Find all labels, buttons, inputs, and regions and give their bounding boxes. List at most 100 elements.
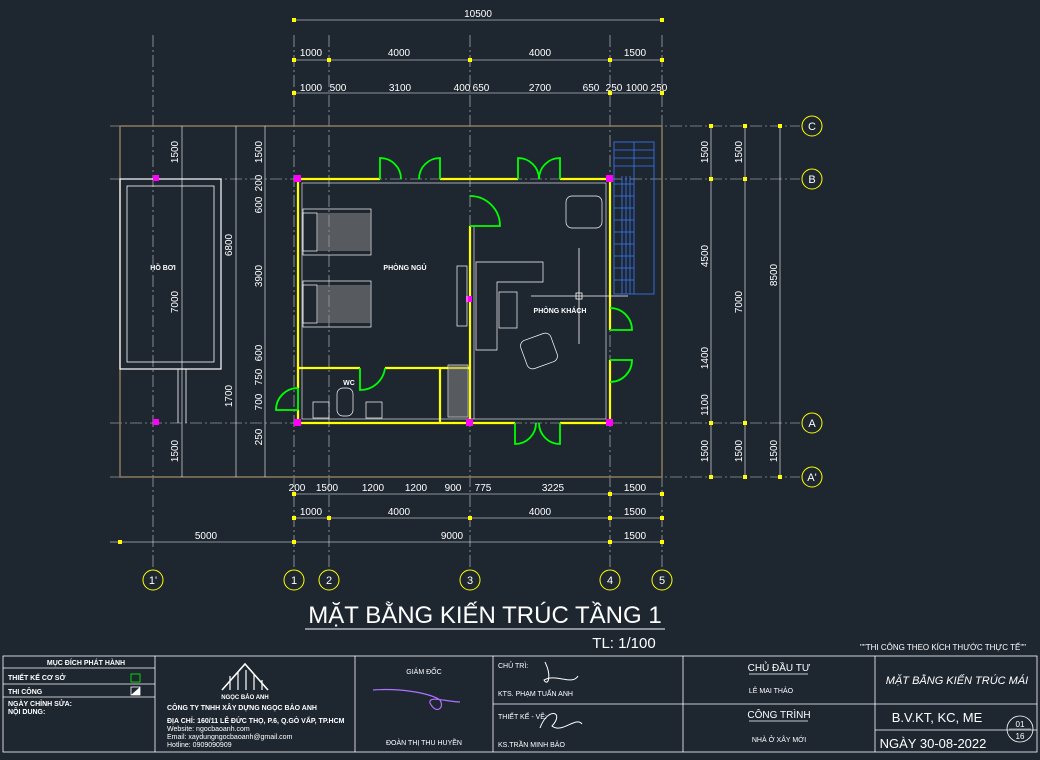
dim-left-in-8: 1700 <box>224 384 235 407</box>
legend-checkbox-basic[interactable] <box>130 673 141 683</box>
dim-top-r2-2: 3100 <box>389 83 412 94</box>
dim-top-total: 10500 <box>464 9 492 20</box>
dim-right-r2-2b: 1500 <box>769 439 780 462</box>
director-signature <box>372 688 461 711</box>
dim-right-r2-2: 1500 <box>734 439 745 462</box>
dim-top-r2-5: 2700 <box>529 83 552 94</box>
dim-right-r2-1: 7000 <box>734 290 745 313</box>
axis-label-2: 2 <box>326 575 332 587</box>
dim-left-in-0: 1500 <box>254 140 265 163</box>
axis-label-5: 5 <box>659 575 665 587</box>
axis-label-4: 4 <box>607 575 613 587</box>
dim-top-r1-3: 1500 <box>624 48 647 59</box>
dim-bot-r1-6: 3225 <box>542 483 565 494</box>
dim-right-r1-4: 1500 <box>700 439 711 462</box>
sheet-total: 16 <box>1016 732 1025 741</box>
dim-top-r1-0: 1000 <box>300 48 323 59</box>
design-name: KS.TRẦN MINH BẢO <box>498 739 565 749</box>
chief-name: KTS. PHẠM TUẤN ANH <box>498 688 573 698</box>
director-label: GIÁM ĐỐC <box>406 666 441 676</box>
company-logo: NGỌC BẢO ANH <box>221 662 269 701</box>
drawing-title: MẶT BẰNG KIẾN TRÚC TẦNG 1 <box>308 601 661 629</box>
dim-left-in-6: 700 <box>254 393 265 410</box>
company-address: ĐỊA CHỈ: 160/11 LÊ ĐỨC THỌ, P.6, Q.GÒ VẤ… <box>167 715 345 725</box>
dim-bot-r1-7: 1500 <box>624 483 647 494</box>
dim-bot-r1-4: 900 <box>445 483 462 494</box>
company-hotline: Hotline: 0909090909 <box>167 742 232 749</box>
dim-bot-r2-2: 4000 <box>529 507 552 518</box>
company-name: CÔNG TY TNHH XÂY DỰNG NGỌC BẢO ANH <box>167 703 317 712</box>
dim-bot-r3-1: 9000 <box>441 531 464 542</box>
room-label-living: PHÒNG KHÁCH <box>534 306 587 315</box>
dim-top-r2-7: 250 <box>606 83 623 94</box>
dim-left-in-7: 250 <box>254 428 265 445</box>
company-website: Website: ngocbaoanh.com <box>167 726 250 733</box>
dim-top-r2-8: 1000 <box>626 83 649 94</box>
dim-left-pool-0: 1500 <box>170 140 181 163</box>
columns <box>153 175 613 426</box>
dim-right-r1-1: 4500 <box>700 244 711 267</box>
dim-bot-r1-0: 200 <box>289 483 306 494</box>
sheet-number-bubble <box>1006 715 1034 743</box>
legend-footer-content: NỘI DUNG: <box>8 707 45 716</box>
dim-right-r1-3: 1100 <box>700 394 711 416</box>
walls <box>296 177 612 425</box>
dim-top-r2-4: 650 <box>473 83 490 94</box>
axis-label-1: 1 <box>291 575 297 587</box>
axis-bubbles <box>142 115 823 591</box>
room-label-wc: WC <box>343 380 355 387</box>
dim-left-in-2: 600 <box>254 196 265 213</box>
logo-text: NGỌC BẢO ANH <box>221 694 268 701</box>
dimension-lines <box>110 19 781 543</box>
dim-right-r1-2: 1400 <box>700 346 711 369</box>
legend-footer-date: NGÀY CHỈNH SỬA: <box>8 699 72 708</box>
dim-left-in-5: 750 <box>254 368 265 385</box>
dim-top-r2-9: 250 <box>651 83 668 94</box>
design-signature <box>539 713 583 729</box>
dim-top-r1-2: 4000 <box>529 48 552 59</box>
dim-bot-r1-5: 775 <box>475 483 492 494</box>
dim-right-r1-0: 1500 <box>700 140 711 163</box>
axis-label-3: 3 <box>467 575 473 587</box>
legend-item-basic: THIẾT KẾ CƠ SỞ <box>8 672 65 682</box>
cursor-crosshair <box>531 248 628 344</box>
dim-right-total: 8500 <box>769 263 780 286</box>
doors <box>275 157 633 445</box>
chief-label: CHỦ TRÌ: <box>498 661 528 670</box>
owner-label: CHỦ ĐẦU TƯ <box>748 661 811 674</box>
discipline: B.V.KT, KC, ME <box>892 710 983 725</box>
axis-label-c: C <box>808 121 816 133</box>
dimension-ticks <box>118 18 782 544</box>
title-block-frame <box>2 655 1038 753</box>
project-label: CÔNG TRÌNH <box>747 708 810 721</box>
issue-date: NGÀY 30-08-2022 <box>880 736 987 751</box>
legend-title: MỤC ĐÍCH PHÁT HÀNH <box>47 658 125 667</box>
dim-right-r2-0: 1500 <box>734 140 745 163</box>
dim-left-in-1: 200 <box>254 174 265 191</box>
dim-bot-r2-0: 1000 <box>300 507 323 518</box>
legend-item-construct: THI CÔNG <box>8 687 43 696</box>
owner-name: LÊ MAI THẢO <box>749 686 794 695</box>
dim-top-r1-1: 4000 <box>388 48 411 59</box>
dim-bot-r2-1: 4000 <box>388 507 411 518</box>
dim-left-pool-2: 7000 <box>170 290 181 313</box>
dim-left-in-3: 3900 <box>254 264 265 287</box>
drawing-scale: TL: 1/100 <box>592 635 655 652</box>
axis-label-b: B <box>808 174 815 186</box>
dim-bot-r2-3: 1500 <box>624 507 647 518</box>
dim-top-r2-0: 1000 <box>300 83 323 94</box>
dim-top-r2-6: 650 <box>583 83 600 94</box>
project-name: NHÀ Ở XÂY MỚI <box>752 735 806 744</box>
sheet-title: MẶT BẰNG KIẾN TRÚC MÁI <box>886 674 1028 687</box>
dim-left-pool-1: 6800 <box>224 233 235 256</box>
dim-bot-r1-1: 1500 <box>316 483 339 494</box>
design-label: THIẾT KẾ - VẼ: <box>498 711 547 721</box>
dim-bot-r1-2: 1200 <box>362 483 385 494</box>
swimming-pool <box>119 178 222 423</box>
construction-note: ""THI CÔNG THEO KÍCH THƯỚC THỰC TẾ"" <box>860 642 1026 652</box>
dim-left-pool-3: 1500 <box>170 439 181 462</box>
director-name: ĐOÀN THỊ THU HUYỀN <box>386 737 462 747</box>
dim-top-r2-3: 400 <box>454 83 471 94</box>
